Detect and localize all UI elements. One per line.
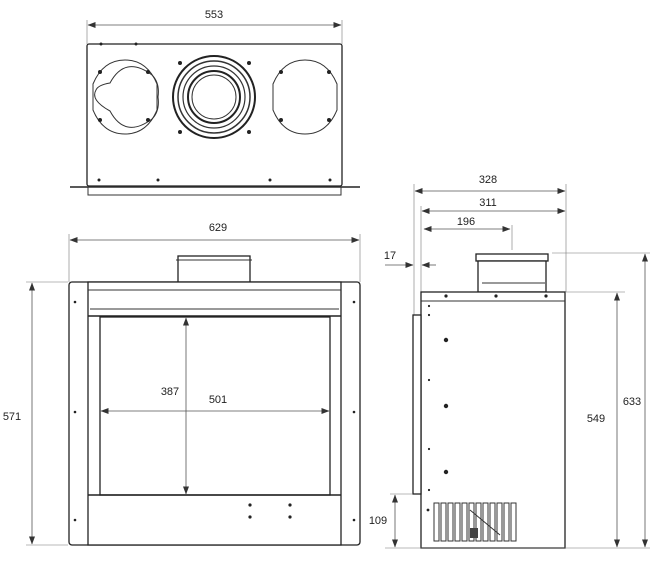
frame-offset-label: 17 — [384, 250, 396, 262]
top-body-outline — [86, 43, 343, 187]
glass-opening — [99, 316, 331, 496]
front-view: 629 501 387 571 — [3, 222, 361, 546]
side-view: 328 311 196 17 — [369, 174, 650, 549]
front-width-label: 629 — [209, 222, 227, 234]
flue-collar-side-cap — [475, 253, 549, 262]
total-height-label: 633 — [623, 396, 641, 408]
flue-collar-top — [172, 55, 256, 139]
body-depth-label: 311 — [479, 197, 497, 209]
side-body — [420, 291, 566, 549]
top-view: 553 — [70, 9, 360, 196]
body-height-label: 549 — [587, 413, 605, 425]
side-frame-flange — [412, 314, 422, 495]
top-width-label: 553 — [205, 9, 223, 21]
front-height-label: 571 — [3, 411, 21, 423]
base-height-label: 109 — [369, 515, 387, 527]
opening-height-label: 387 — [161, 386, 179, 398]
side-louvres — [433, 502, 517, 542]
total-depth-label: 328 — [479, 174, 497, 186]
flue-offset-label: 196 — [457, 216, 475, 228]
left-vent-outline — [92, 59, 158, 135]
opening-width-label: 501 — [209, 394, 227, 406]
right-vent-outline — [272, 59, 338, 135]
